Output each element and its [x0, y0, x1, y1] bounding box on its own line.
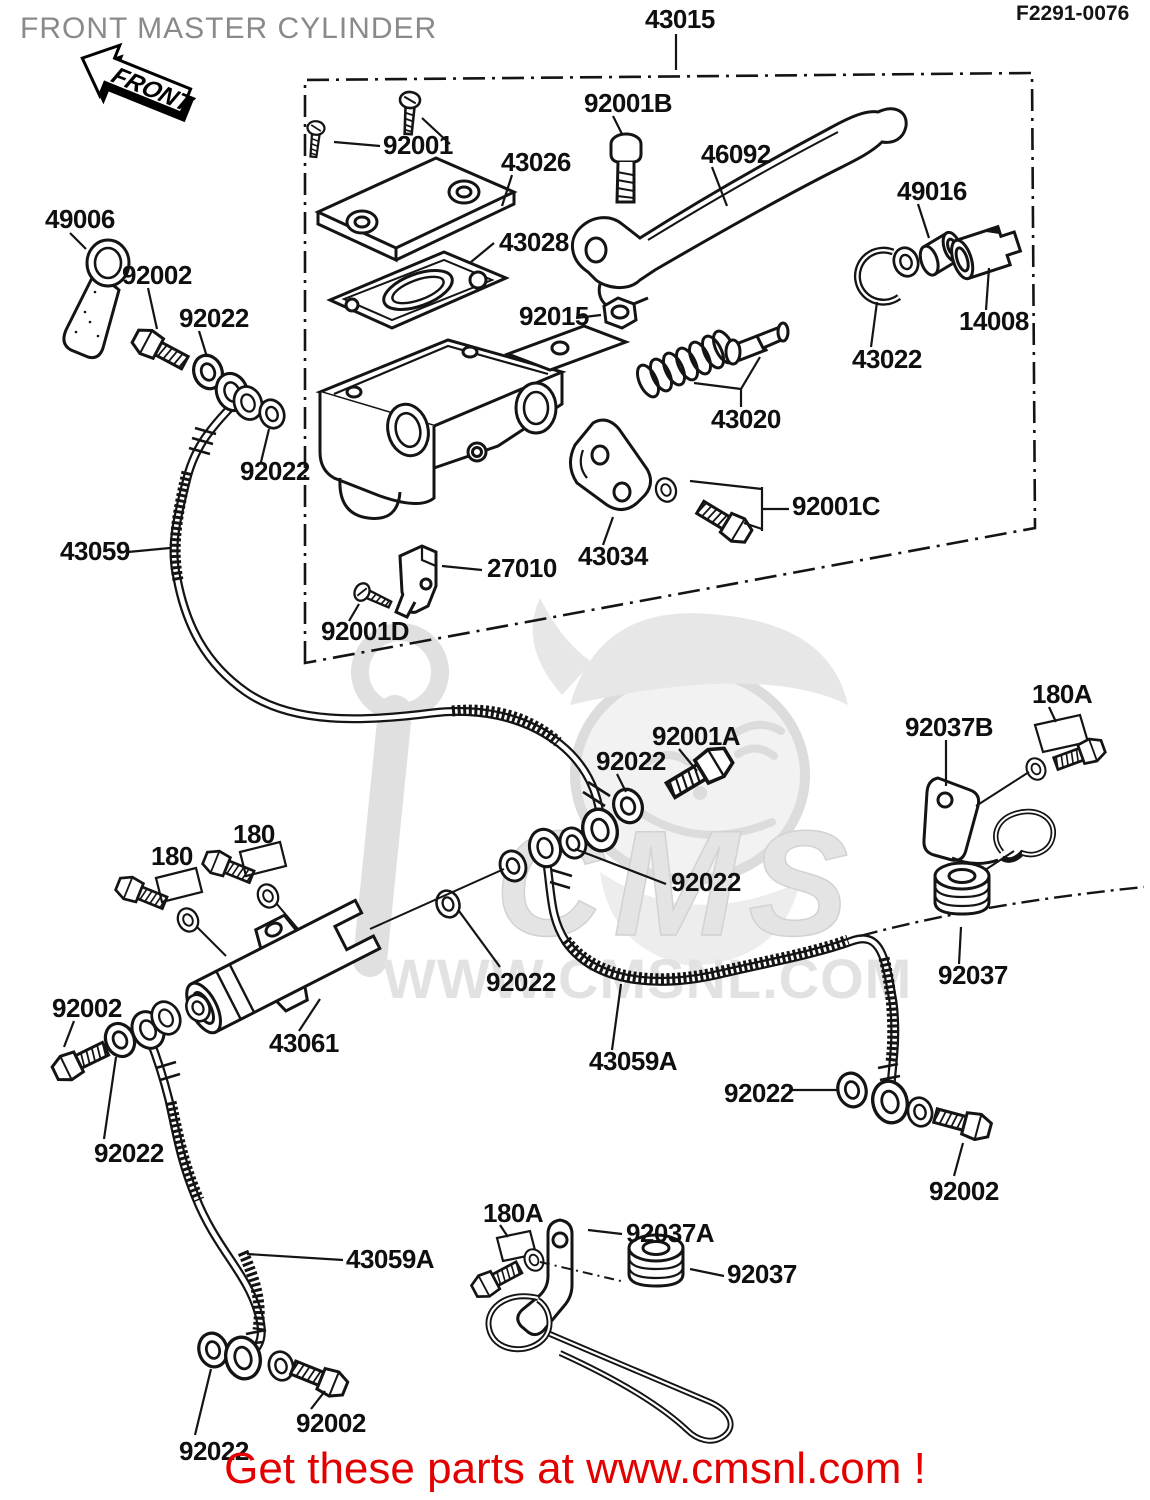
part-label-49006: 49006: [45, 204, 115, 234]
part-label-43034: 43034: [578, 541, 649, 571]
washer-92022-mid4: [431, 886, 465, 922]
reservoir-screw-2: [396, 89, 423, 137]
part-label-92001A: 92001A: [652, 721, 741, 751]
clamp-bolt-92001c: [692, 494, 757, 549]
part-label-92002: 92002: [52, 993, 122, 1023]
part-label-92022: 92022: [671, 867, 741, 897]
part-label-92037: 92037: [938, 960, 1008, 990]
part-label-92022: 92022: [596, 746, 666, 776]
banjo-bolt-92002-bl: [48, 1035, 113, 1087]
brake-switch-27010: [394, 544, 438, 619]
handlebar-clamp-43034: [569, 418, 652, 511]
callout-flag-180-top: [238, 840, 288, 878]
diagram-code: F2291-0076: [1016, 2, 1130, 25]
part-label-43020: 43020: [711, 404, 781, 434]
part-label-43059: 43059: [60, 536, 130, 566]
part-label-92015: 92015: [519, 301, 589, 331]
banjo-bolt-92002-bot: [286, 1353, 352, 1403]
part-label-180: 180: [151, 841, 193, 871]
part-label-46092: 46092: [701, 139, 771, 169]
footer-promo-text: Get these parts at www.cmsnl.com !: [224, 1444, 926, 1493]
part-label-92002: 92002: [122, 260, 192, 290]
c-clip-43022: [853, 246, 902, 306]
part-label-92001D: 92001D: [321, 616, 409, 646]
callout-flag-180-left: [154, 866, 204, 904]
dust-boot-49006: [62, 238, 131, 360]
part-label-92037A: 92037A: [626, 1218, 715, 1248]
part-label-43022: 43022: [852, 344, 922, 374]
part-label-49016: 49016: [897, 176, 967, 206]
part-label-43015: 43015: [645, 4, 715, 34]
brake-hose-43059a-bottom: [145, 1038, 267, 1361]
hose-bracket-92037a: [485, 1218, 734, 1444]
junction-body-43061: [185, 898, 382, 1035]
pivot-washer-49016: [888, 243, 924, 281]
part-label-27010: 27010: [487, 553, 557, 583]
grommet-92037-right: [933, 861, 991, 916]
part-label-43059A: 43059A: [589, 1046, 678, 1076]
front-badge-text: FRONT: [107, 63, 199, 118]
part-label-92002: 92002: [296, 1408, 366, 1438]
part-label-92022: 92022: [94, 1138, 164, 1168]
part-label-92022: 92022: [486, 967, 556, 997]
part-label-92022: 92022: [240, 456, 310, 486]
brake-hose-43059a-mid: [540, 849, 901, 1101]
switch-screw-92001d: [350, 579, 395, 615]
part-label-43059A: 43059A: [346, 1244, 435, 1274]
part-label-14008: 14008: [959, 306, 1029, 336]
part-label-92037: 92037: [727, 1259, 797, 1289]
diaphragm-plate: [326, 250, 510, 330]
reservoir-screw-1: [303, 119, 327, 159]
pivot-sleeve-14008: [950, 224, 1023, 281]
part-label-92022: 92022: [724, 1078, 794, 1108]
part-label-180A: 180A: [483, 1198, 544, 1228]
part-label-180: 180: [233, 819, 275, 849]
part-label-92037B: 92037B: [905, 712, 993, 742]
part-label-92001: 92001: [383, 130, 453, 160]
washer-92022-rb2: [903, 1093, 937, 1131]
reservoir-cap: [314, 156, 518, 263]
piston-spring-set: [631, 321, 790, 402]
master-cylinder-body: [315, 324, 631, 520]
part-label-92022: 92022: [179, 303, 249, 333]
washer-92022-rb1: [832, 1068, 872, 1112]
bolt-180a-top: [1050, 733, 1109, 776]
part-label-92001C: 92001C: [792, 491, 881, 521]
lever-pivot-bolt: [609, 132, 643, 204]
page-title: FRONT MASTER CYLINDER: [20, 12, 438, 45]
part-label-92002: 92002: [929, 1176, 999, 1206]
part-label-92022: 92022: [179, 1436, 249, 1466]
part-label-92001B: 92001B: [584, 88, 672, 118]
part-label-180A: 180A: [1032, 679, 1093, 709]
lever-pivot-nut: [602, 296, 638, 330]
clamp-washer: [651, 474, 681, 506]
hose-axis-dashdot: [859, 885, 1145, 938]
banjo-eye-rb: [866, 1075, 914, 1129]
leader-lines: [62, 34, 1057, 1436]
hose-bracket-92037b: [922, 776, 1056, 865]
front-direction-badge: FRONT: [80, 42, 199, 123]
bolt-180-top: [199, 845, 258, 890]
banjo-bolt-92002-rb: [930, 1101, 995, 1145]
part-number-labels: 43015 92001 43026 92001B 46092 49016 43028 9201…: [45, 4, 1093, 1466]
washer-92022-bot2: [264, 1347, 298, 1385]
part-label-43061: 43061: [269, 1028, 339, 1058]
diagram-line-art: [48, 89, 1145, 1444]
part-label-43028: 43028: [499, 227, 569, 257]
part-label-43026: 43026: [501, 147, 571, 177]
brake-hose-43059: [169, 398, 611, 825]
junction-leader-line: [369, 868, 505, 930]
